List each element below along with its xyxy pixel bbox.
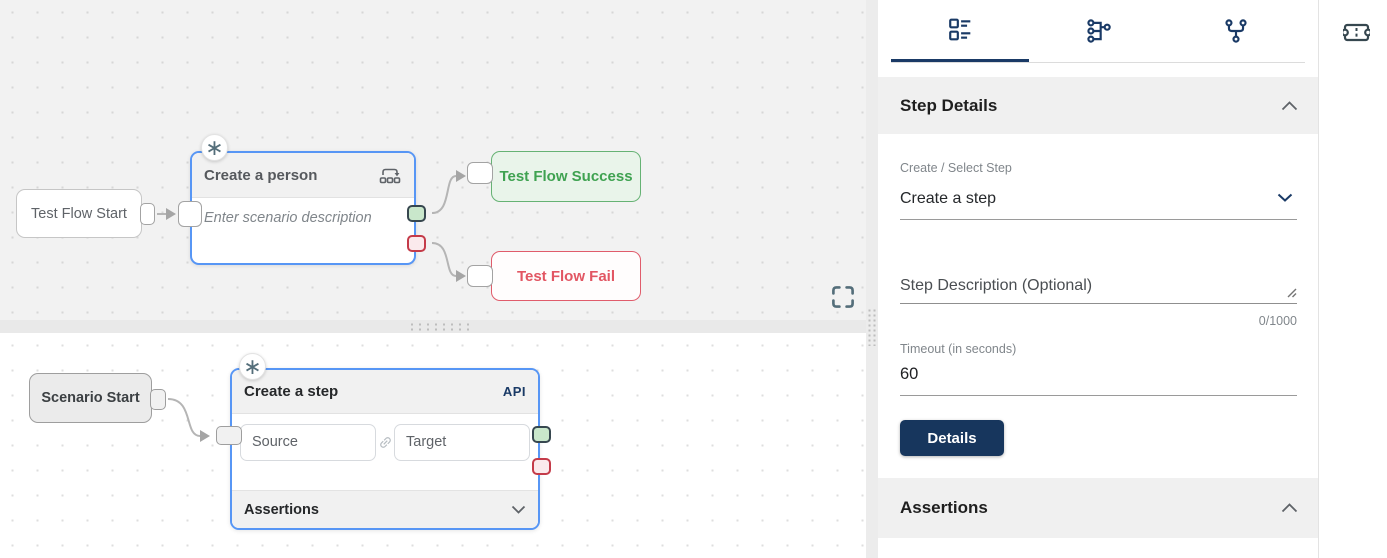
node-create-a-person[interactable]: ∗ Create a person Enter scenario descrip…: [178, 134, 426, 265]
chevron-up-icon[interactable]: [1281, 100, 1298, 111]
tab-flow-schema[interactable]: [1029, 0, 1167, 62]
field-underline: [900, 219, 1297, 220]
node-body: Source Target: [232, 414, 538, 490]
side-toolbar: [1318, 0, 1387, 558]
step-select-dropdown[interactable]: Create a step: [900, 190, 1297, 208]
assertions-label: Assertions: [244, 501, 319, 518]
node-header: Create a step API: [232, 370, 538, 414]
scenario-description-field[interactable]: Enter scenario description: [204, 210, 372, 226]
fit-view-icon[interactable]: [831, 285, 855, 309]
output-handle[interactable]: [150, 389, 166, 410]
section-title: Assertions: [900, 498, 988, 517]
fail-output-handle[interactable]: [407, 235, 426, 252]
node-create-a-step[interactable]: ∗ Create a step API Source Target Assert…: [216, 353, 551, 530]
list-details-icon: [949, 18, 971, 41]
source-field[interactable]: Source: [240, 424, 376, 461]
field-underline: [900, 395, 1297, 396]
ticket-icon[interactable]: [1343, 21, 1370, 44]
details-button[interactable]: Details: [900, 420, 1004, 456]
success-output-handle[interactable]: [407, 205, 426, 222]
fail-output-handle[interactable]: [532, 458, 551, 475]
new-step-asterisk-badge: ∗: [239, 353, 266, 380]
node-title: Create a step: [244, 383, 339, 400]
test-flow-canvas[interactable]: [0, 0, 866, 320]
chevron-down-icon: [511, 505, 526, 514]
properties-panel: Step Details Create / Select Step Create…: [878, 0, 1318, 558]
panel-tab-bar: [891, 0, 1305, 63]
textarea-resize-icon[interactable]: [1287, 288, 1297, 298]
link-icon: [377, 424, 393, 461]
node-test-flow-start[interactable]: Test Flow Start: [16, 189, 155, 238]
assertions-section-header[interactable]: Assertions: [878, 478, 1318, 538]
splitter-drag-handle-icon[interactable]: [408, 322, 472, 331]
chevron-down-icon: [1277, 193, 1293, 202]
tab-step-details[interactable]: [891, 0, 1029, 62]
splitter-drag-handle-icon[interactable]: [867, 308, 877, 346]
step-details-section-header[interactable]: Step Details: [878, 77, 1318, 134]
step-description-input[interactable]: [900, 272, 1279, 300]
node-header: Create a person: [192, 153, 414, 198]
node-test-flow-success[interactable]: Test Flow Success: [467, 151, 641, 202]
node-scenario-start[interactable]: Scenario Start: [29, 373, 166, 423]
asterisk-icon: ∗: [243, 353, 262, 379]
output-handle[interactable]: [140, 203, 155, 225]
canvas-horizontal-splitter[interactable]: [0, 320, 866, 333]
timeout-label: Timeout (in seconds): [900, 342, 1017, 356]
input-handle[interactable]: [467, 265, 493, 287]
node-label: Scenario Start: [41, 390, 140, 406]
input-handle[interactable]: [216, 426, 242, 445]
multi-step-loop-icon: [379, 168, 401, 184]
timeout-input[interactable]: [900, 365, 1100, 384]
node-test-flow-fail[interactable]: Test Flow Fail: [467, 251, 641, 301]
selected-step-value: Create a step: [900, 190, 997, 207]
section-title: Step Details: [900, 95, 998, 115]
new-step-asterisk-badge: ∗: [201, 134, 228, 161]
branch-merge-icon: [1225, 19, 1247, 43]
step-description-field-wrap: [900, 272, 1297, 304]
protocol-badge: API: [502, 384, 526, 399]
flow-canvas[interactable]: Test Flow Start ∗ Create a person Enter …: [0, 0, 866, 558]
node-label: Test Flow Start: [31, 205, 127, 222]
node-title: Create a person: [204, 166, 318, 184]
schema-icon: [1086, 19, 1111, 43]
success-output-handle[interactable]: [532, 426, 551, 443]
chevron-up-icon[interactable]: [1281, 503, 1298, 513]
assertions-toggle[interactable]: Assertions: [232, 490, 538, 528]
char-counter: 0/1000: [1258, 314, 1297, 328]
asterisk-icon: ∗: [205, 134, 224, 160]
tab-branch-view[interactable]: [1167, 0, 1305, 62]
node-label: Test Flow Success: [499, 168, 633, 185]
node-label: Test Flow Fail: [516, 267, 616, 285]
input-handle[interactable]: [467, 162, 493, 184]
panel-splitter[interactable]: [866, 0, 878, 558]
input-handle[interactable]: [178, 201, 202, 227]
step-select-label: Create / Select Step: [900, 161, 1012, 175]
target-field[interactable]: Target: [394, 424, 530, 461]
